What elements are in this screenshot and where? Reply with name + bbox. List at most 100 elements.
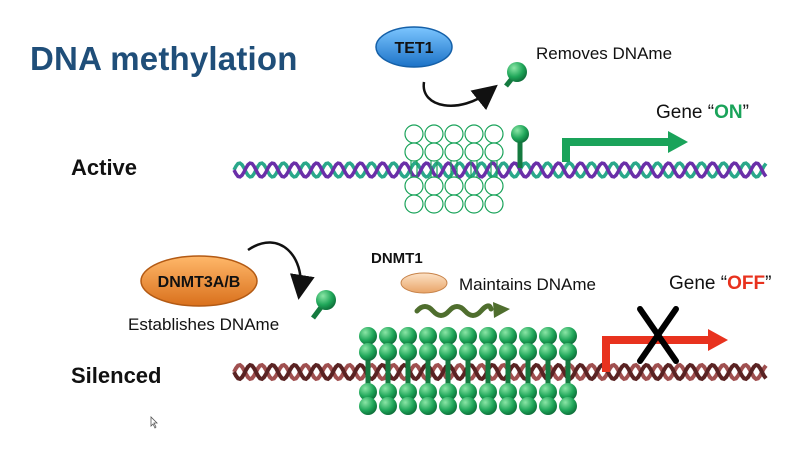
unmethylated-cpg-site (484, 194, 504, 214)
tet1-enzyme: TET1 (375, 26, 453, 68)
methyl-group-icon (459, 343, 477, 361)
gene-off-suffix: ” (765, 273, 772, 294)
unmethylated-cpg-lattice (404, 124, 529, 214)
unmethylated-cpg-site (464, 142, 484, 162)
page-title: DNA methylation (30, 40, 298, 77)
methyl-group-icon (419, 383, 437, 401)
methyl-group-icon (379, 327, 397, 345)
silenced-dna-helix (232, 362, 768, 382)
methyl-group-icon (399, 327, 417, 345)
unmethylated-cpg-site (404, 142, 424, 162)
methyl-group-icon (539, 343, 557, 361)
gene-off-label: Gene “OFF” (669, 273, 771, 295)
methyl-group-icon (519, 397, 537, 415)
methyl-group-icon (539, 397, 557, 415)
tet1-label: TET1 (394, 40, 433, 57)
methyl-group-icon (379, 383, 397, 401)
methyl-group-icon (379, 397, 397, 415)
dnmt3ab-enzyme: DNMT3A/B (140, 255, 258, 307)
methyl-group-icon (499, 383, 517, 401)
methyl-group-icon (499, 397, 517, 415)
gene-off-word: OFF (727, 273, 766, 294)
unmethylated-cpg-site (484, 124, 504, 144)
methyl-group-icon (459, 383, 477, 401)
methyl-group-icon (399, 383, 417, 401)
methyl-group-icon (559, 383, 577, 401)
unmethylated-cpg-site (464, 176, 484, 196)
gene-arrow-icon (562, 138, 672, 162)
methyl-group-icon (399, 343, 417, 361)
unmethylated-cpg-site (404, 124, 424, 144)
methyl-group-icon (519, 383, 537, 401)
gene-on-label: Gene “ON” (656, 102, 749, 124)
mouse-cursor-icon (150, 416, 158, 429)
methyl-group-icon (511, 125, 529, 143)
dnmt1-enzyme (400, 272, 448, 294)
methylated-cpg-lattice (359, 327, 577, 415)
dnmt1-label: DNMT1 (371, 250, 423, 267)
unmethylated-cpg-site (464, 124, 484, 144)
gene-arrow-icon (708, 329, 728, 351)
maintains-dname-label: Maintains DNAme (459, 275, 596, 294)
active-state-label: Active (71, 155, 138, 180)
methyl-group-icon (419, 397, 437, 415)
methyl-group-icon (539, 383, 557, 401)
unmethylated-cpg-site (444, 194, 464, 214)
methyl-group-icon (519, 343, 537, 361)
removes-dname-label: Removes DNAme (536, 44, 673, 63)
methyl-group-icon (359, 343, 377, 361)
methyl-group-icon (559, 327, 577, 345)
methyl-group-icon (519, 327, 537, 345)
curved-arrow-icon (422, 81, 498, 111)
methyl-group-icon (359, 397, 377, 415)
unmethylated-cpg-site (424, 194, 444, 214)
methyl-group-icon (439, 343, 457, 361)
methyl-group-icon (479, 327, 497, 345)
gene-on-suffix: ” (742, 102, 749, 123)
methyl-group-icon (359, 383, 377, 401)
curved-arrow-icon (247, 241, 315, 300)
unmethylated-cpg-site (444, 142, 464, 162)
methyl-group-icon (419, 327, 437, 345)
methyl-group-icon (439, 397, 457, 415)
dna-strand (232, 161, 768, 179)
methyl-group-icon (459, 397, 477, 415)
methyl-group-icon (499, 327, 517, 345)
methyl-group-icon (479, 343, 497, 361)
gene-arrow-icon (602, 336, 712, 372)
methyl-group-icon (439, 383, 457, 401)
methyl-group-icon (539, 327, 557, 345)
unmethylated-cpg-site (444, 124, 464, 144)
methyl-group-icon (499, 343, 517, 361)
unmethylated-cpg-site (424, 176, 444, 196)
unmethylated-cpg-site (444, 176, 464, 196)
methyl-group-icon (479, 383, 497, 401)
gene-off-prefix: Gene “ (669, 273, 728, 294)
methyl-group-icon (439, 327, 457, 345)
gene-arrow-icon (668, 131, 688, 153)
establishes-dname-label: Establishes DNAme (128, 315, 280, 334)
wavy-arrow-icon (414, 302, 510, 318)
methyl-group-icon (359, 327, 377, 345)
methyl-group-icon (559, 343, 577, 361)
unmethylated-cpg-site (464, 194, 484, 214)
unmethylated-cpg-site (484, 142, 504, 162)
methyl-group-icon (419, 343, 437, 361)
methyl-group-icon (399, 397, 417, 415)
block-x-icon (637, 306, 679, 364)
unmethylated-cpg-site (424, 142, 444, 162)
dnmt3ab-label: DNMT3A/B (158, 274, 241, 291)
active-dna-helix (232, 161, 768, 179)
gene-on-prefix: Gene “ (656, 102, 715, 123)
methyl-group-icon (559, 397, 577, 415)
dna-strand (232, 362, 768, 382)
unmethylated-cpg-site (404, 194, 424, 214)
unmethylated-cpg-site (424, 124, 444, 144)
unmethylated-cpg-site (404, 176, 424, 196)
silenced-state-label: Silenced (71, 363, 162, 388)
methyl-group-icon (459, 327, 477, 345)
unmethylated-cpg-site (484, 176, 504, 196)
gene-on-word: ON (714, 102, 743, 123)
methyl-group-icon (379, 343, 397, 361)
